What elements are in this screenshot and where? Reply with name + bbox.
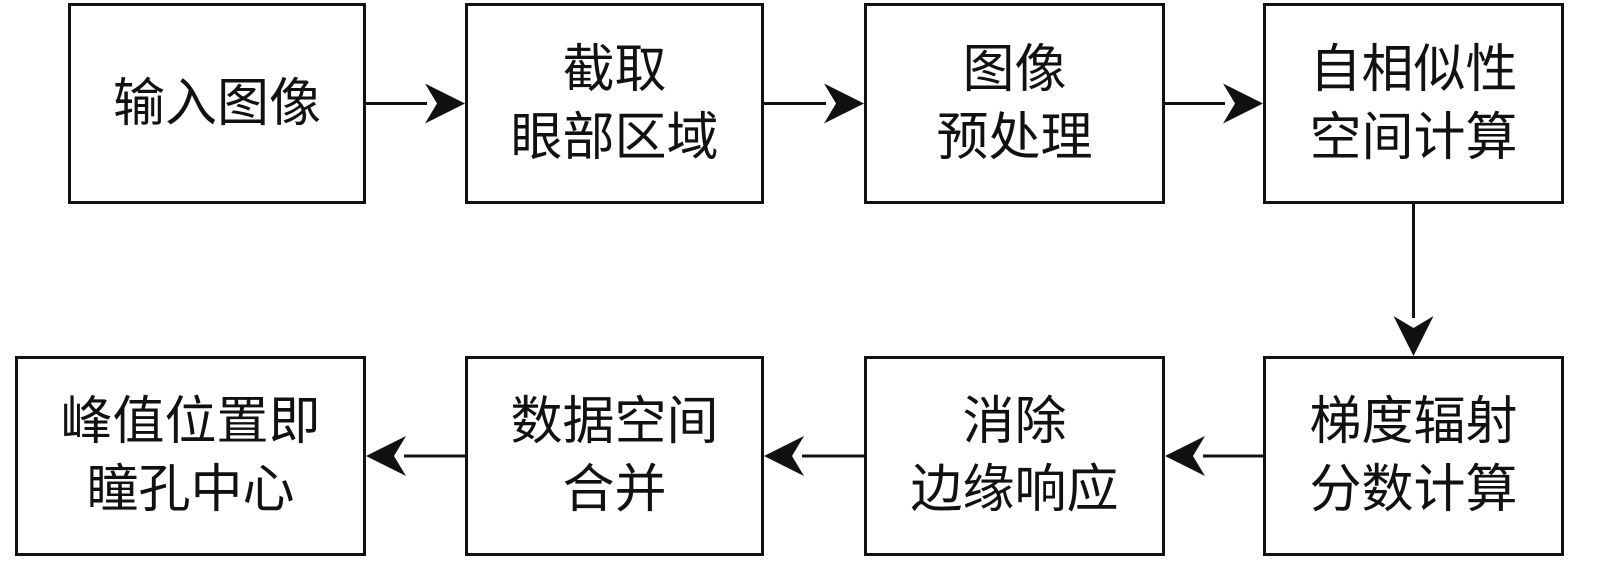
node-gradient-radial-score: 梯度辐射 分数计算 — [1263, 356, 1564, 556]
arrowhead-icon — [1223, 83, 1263, 124]
arrowhead-icon — [764, 436, 804, 476]
node-input-image: 输入图像 — [68, 3, 366, 204]
arrowhead-icon — [1393, 316, 1434, 356]
node-label-line: 眼部区域 — [510, 107, 719, 168]
node-label-line: 峰值位置即 — [60, 392, 321, 452]
node-label-line: 合并 — [562, 460, 667, 520]
node-label-line: 边缘响应 — [910, 460, 1119, 520]
node-label-line: 数据空间 — [510, 392, 719, 452]
node-merge-data-space: 数据空间 合并 — [465, 356, 764, 556]
node-label-line: 预处理 — [936, 107, 1093, 168]
node-label-line: 空间计算 — [1309, 107, 1518, 168]
node-crop-eye-region: 截取 眼部区域 — [465, 3, 764, 204]
node-label-line: 消除 — [962, 392, 1067, 452]
node-image-preprocessing: 图像 预处理 — [864, 3, 1165, 204]
arrowhead-icon — [824, 83, 864, 124]
node-peak-is-pupil-center: 峰值位置即 瞳孔中心 — [15, 356, 366, 556]
node-remove-edge-response: 消除 边缘响应 — [864, 356, 1165, 556]
node-label-line: 图像 — [962, 39, 1067, 100]
node-label-line: 输入图像 — [112, 73, 321, 134]
arrowhead-icon — [425, 83, 465, 124]
node-self-similarity-space: 自相似性 空间计算 — [1263, 3, 1564, 204]
node-label-line: 截取 — [562, 39, 667, 100]
arrowhead-icon — [366, 436, 406, 476]
node-label-line: 自相似性 — [1309, 39, 1518, 100]
arrowhead-icon — [1165, 436, 1205, 476]
node-label-line: 梯度辐射 — [1309, 392, 1518, 452]
node-label-line: 分数计算 — [1309, 460, 1518, 520]
node-label-line: 瞳孔中心 — [86, 460, 295, 520]
